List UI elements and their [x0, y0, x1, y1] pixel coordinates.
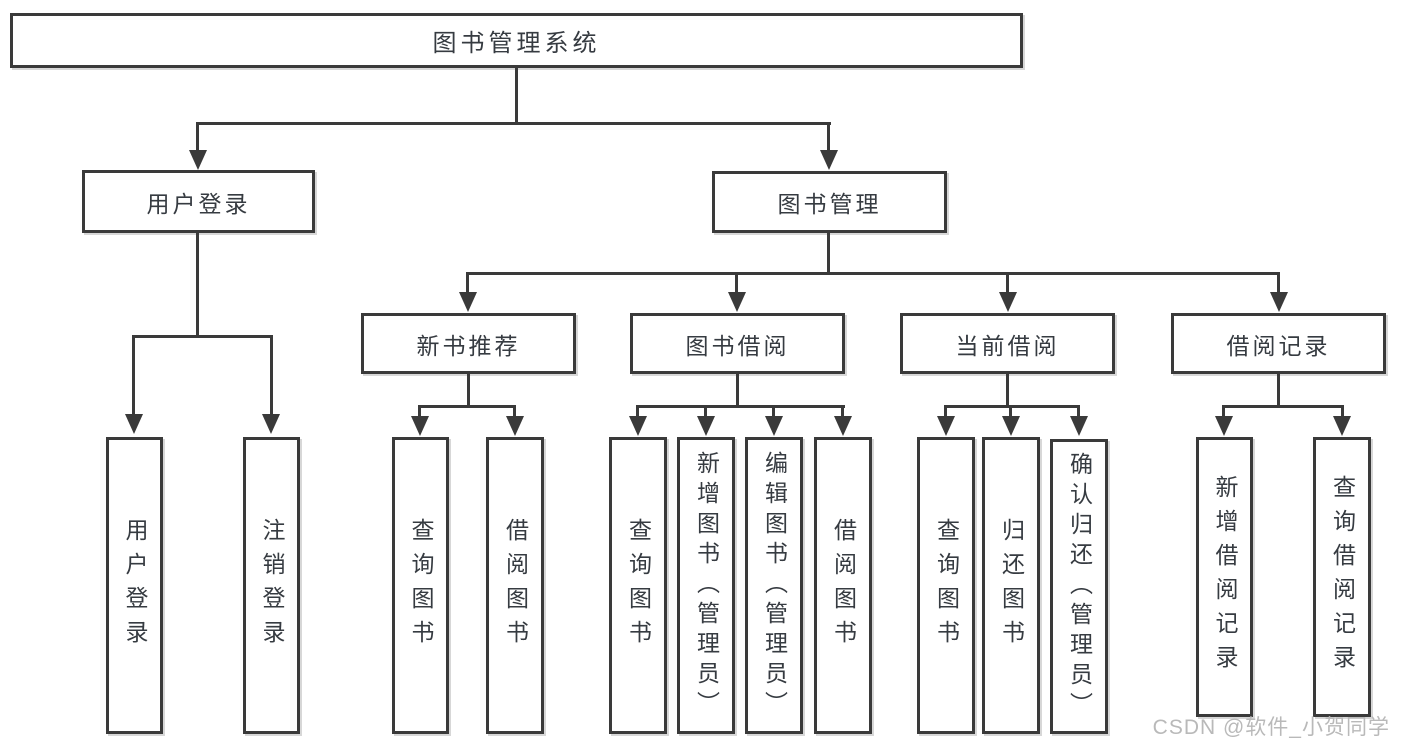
node-library-management-system: 图书管理系统: [10, 13, 1023, 68]
connector-line: [1222, 405, 1225, 417]
connector-line: [735, 272, 738, 294]
leaf-add-borrow-record: 新增借阅记录: [1196, 437, 1253, 717]
connector-line: [1277, 374, 1280, 405]
arrowhead-down-icon: [125, 414, 143, 434]
connector-line: [945, 405, 1080, 408]
connector-line: [827, 233, 830, 272]
connector-line: [637, 405, 845, 408]
arrowhead-down-icon: [262, 414, 280, 434]
arrowhead-down-icon: [765, 416, 783, 436]
connector-line: [841, 405, 844, 417]
leaf-edit-books-admin: 编辑图书（管理员）: [745, 437, 803, 734]
connector-line: [704, 405, 707, 417]
arrowhead-down-icon: [411, 416, 429, 436]
connector-line: [1006, 272, 1009, 294]
connector-line: [515, 68, 518, 122]
connector-line: [467, 374, 470, 405]
leaf-return-books: 归还图书: [982, 437, 1040, 734]
connector-line: [636, 405, 639, 417]
arrowhead-down-icon: [999, 292, 1017, 312]
arrowhead-down-icon: [728, 292, 746, 312]
node-label: 查询图书: [625, 517, 652, 654]
leaf-logout: 注销登录: [243, 437, 300, 734]
node-label: 当前借阅: [955, 332, 1060, 359]
connector-line: [132, 335, 135, 415]
connector-line: [1077, 405, 1080, 417]
connector-line: [1006, 374, 1009, 405]
arrowhead-down-icon: [1270, 292, 1288, 312]
leaf-borrow-books: 借阅图书: [814, 437, 872, 734]
node-label: 图书借阅: [685, 332, 790, 359]
node-new-book-recommend: 新书推荐: [361, 313, 576, 374]
arrowhead-down-icon: [1333, 416, 1351, 436]
connector-line: [196, 233, 199, 335]
arrowhead-down-icon: [189, 150, 207, 170]
node-borrowing-records: 借阅记录: [1171, 313, 1386, 374]
node-label: 借阅图书: [502, 517, 529, 654]
node-label: 查询借阅记录: [1329, 475, 1356, 679]
arrowhead-down-icon: [1002, 416, 1020, 436]
node-label: 新增图书（管理员）: [693, 450, 720, 721]
connector-line: [418, 405, 421, 417]
leaf-query-books: 查询图书: [609, 437, 667, 734]
node-current-borrowing: 当前借阅: [900, 313, 1115, 374]
arrowhead-down-icon: [1070, 416, 1088, 436]
leaf-user-login: 用户登录: [106, 437, 163, 734]
node-label: 新书推荐: [416, 332, 521, 359]
leaf-query-books: 查询图书: [917, 437, 975, 734]
connector-line: [1009, 405, 1012, 417]
connector-line: [772, 405, 775, 417]
connector-line: [513, 405, 516, 417]
node-user-login: 用户登录: [82, 170, 315, 233]
node-label: 归还图书: [998, 517, 1025, 654]
node-label: 查询图书: [933, 517, 960, 654]
arrowhead-down-icon: [506, 416, 524, 436]
leaf-borrow-books: 借阅图书: [486, 437, 544, 734]
node-label: 借阅图书: [830, 517, 857, 654]
node-label: 查询图书: [408, 517, 434, 654]
node-label: 编辑图书（管理员）: [761, 450, 788, 721]
node-book-borrowing: 图书借阅: [630, 313, 845, 374]
node-label: 用户登录: [146, 190, 251, 217]
node-label: 新增借阅记录: [1212, 475, 1238, 679]
node-label: 用户登录: [122, 517, 148, 654]
connector-line: [419, 405, 516, 408]
node-label: 图书管理系统: [432, 30, 601, 57]
arrowhead-down-icon: [629, 416, 647, 436]
arrowhead-down-icon: [1215, 416, 1233, 436]
connector-line: [467, 272, 1280, 275]
arrowhead-down-icon: [459, 292, 477, 312]
connector-line: [1341, 405, 1344, 417]
arrowhead-down-icon: [834, 416, 852, 436]
connector-line: [466, 272, 469, 294]
connector-line: [133, 335, 273, 338]
connector-line: [944, 405, 947, 417]
connector-line: [197, 122, 831, 125]
connector-line: [196, 122, 199, 152]
arrowhead-down-icon: [820, 150, 838, 170]
leaf-query-books: 查询图书: [392, 437, 449, 734]
leaf-confirm-return-admin: 确认归还（管理员）: [1050, 439, 1108, 734]
connector-line: [270, 335, 273, 415]
connector-line: [1223, 405, 1344, 408]
connector-line: [1277, 272, 1280, 294]
arrowhead-down-icon: [697, 416, 715, 436]
connector-line: [827, 122, 830, 152]
connector-line: [736, 374, 739, 405]
node-label: 注销登录: [259, 517, 285, 654]
arrowhead-down-icon: [937, 416, 955, 436]
leaf-add-books-admin: 新增图书（管理员）: [677, 437, 735, 734]
node-label: 确认归还（管理员）: [1066, 451, 1093, 722]
leaf-query-borrow-record: 查询借阅记录: [1313, 437, 1371, 717]
watermark-text: CSDN @软件_小贺同学: [1152, 716, 1390, 739]
node-label: 借阅记录: [1226, 332, 1331, 359]
node-label: 图书管理: [777, 191, 882, 217]
node-book-management: 图书管理: [712, 171, 947, 233]
